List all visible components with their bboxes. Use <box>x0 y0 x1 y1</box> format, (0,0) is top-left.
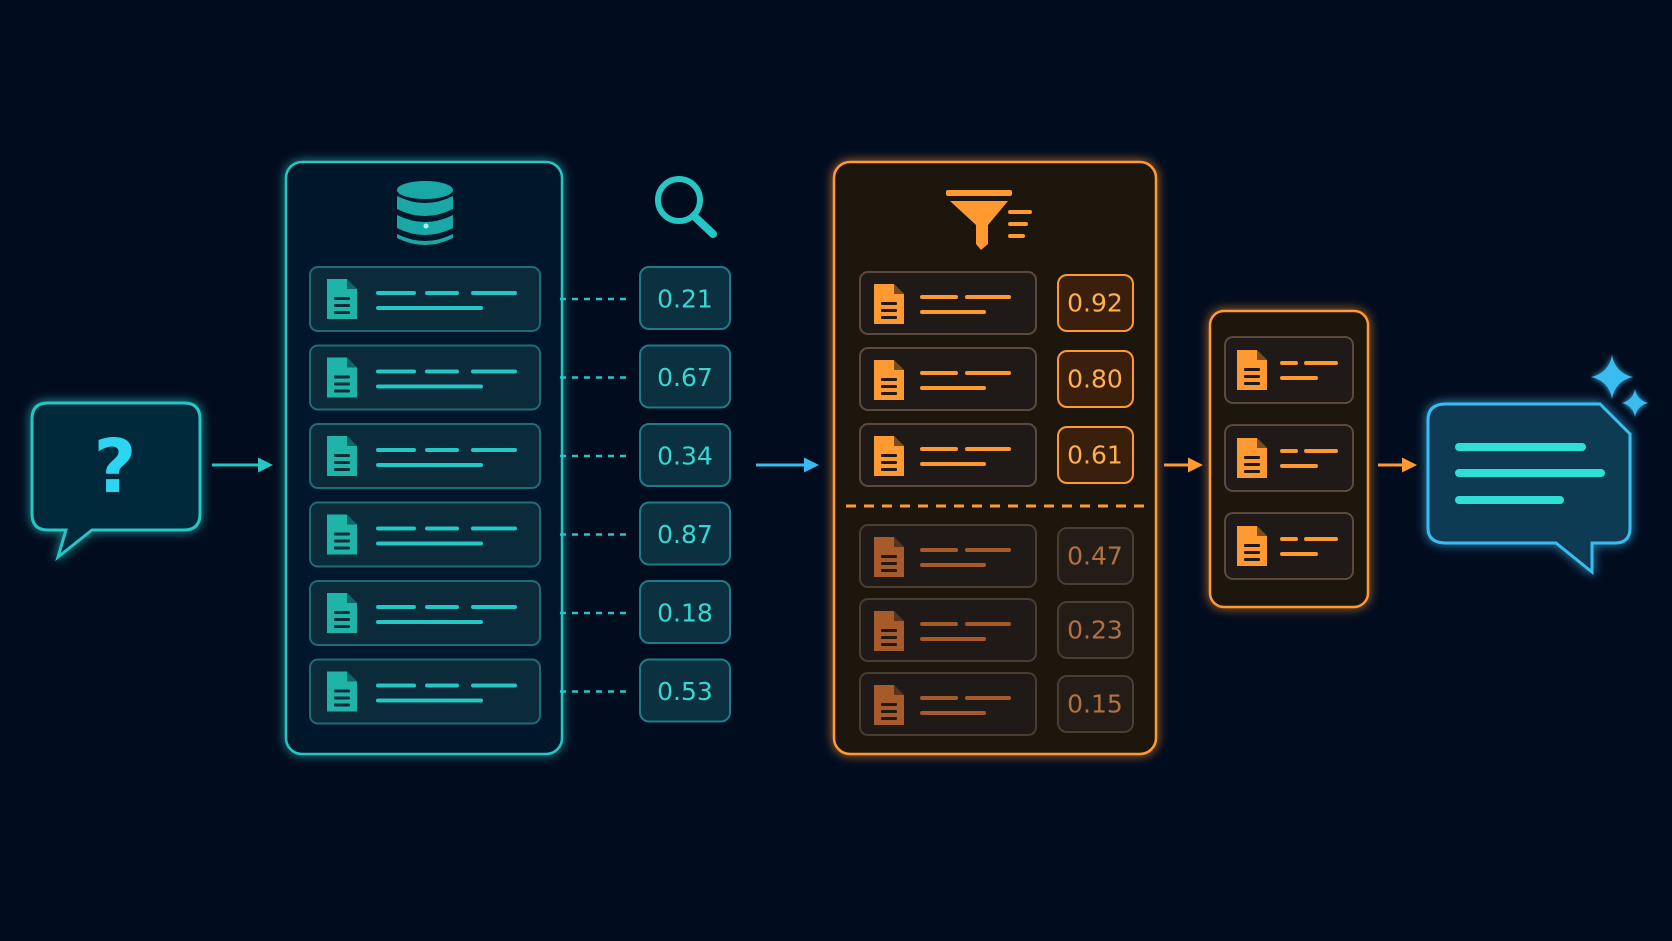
context-rows <box>1224 336 1354 580</box>
document-text-lines <box>920 295 1011 314</box>
document-icon <box>327 514 357 555</box>
rerank-score-box <box>1057 675 1134 733</box>
question-mark-icon: ? <box>94 424 137 510</box>
svg-text:?: ? <box>94 424 137 510</box>
document-icon <box>874 611 904 651</box>
context-document-row <box>1224 512 1354 580</box>
document-text-lines <box>376 448 517 467</box>
rerank-score: 0.61 <box>1067 441 1123 470</box>
rerank-score: 0.23 <box>1067 616 1123 645</box>
document-text-lines <box>1280 449 1338 468</box>
document-text-lines <box>1280 361 1338 380</box>
document-icon <box>1237 526 1267 566</box>
answer-chat-icon <box>1426 402 1632 576</box>
sparkle-icon <box>1591 355 1648 417</box>
rerank-score: 0.80 <box>1067 365 1123 394</box>
similarity-score: 0.87 <box>657 520 713 549</box>
retrieval-rows: 0.21 0.67 0.34 0.87 0.18 0.53 <box>309 266 731 725</box>
document-text-lines <box>376 369 517 389</box>
document-icon <box>327 279 357 319</box>
context-document-row <box>1224 336 1354 404</box>
similarity-score-box <box>639 501 731 566</box>
document-icon <box>327 593 357 633</box>
document-text-lines <box>1280 537 1338 556</box>
retrieved-document-row: 0.21 <box>309 266 731 332</box>
similarity-score-box <box>639 423 731 487</box>
retrieved-document-row: 0.18 <box>309 580 731 646</box>
similarity-score-box <box>639 658 731 723</box>
document-text-lines <box>376 526 517 546</box>
dropped-document-row: 0.15 <box>859 672 1134 736</box>
rerank-score-box <box>1057 350 1134 408</box>
document-text-lines <box>920 548 1011 567</box>
rerank-score: 0.92 <box>1067 289 1123 318</box>
rerank-score-box <box>1057 274 1134 332</box>
document-text-lines <box>920 371 1011 390</box>
document-icon <box>874 436 904 476</box>
retrieved-document-row: 0.34 <box>309 423 731 489</box>
retrieved-document-row: 0.53 <box>309 658 731 725</box>
similarity-score: 0.53 <box>657 677 713 706</box>
document-text-lines <box>920 696 1011 715</box>
similarity-score-box <box>639 266 731 330</box>
similarity-score: 0.34 <box>657 442 713 471</box>
document-text-lines <box>920 447 1011 466</box>
database-icon <box>397 181 453 245</box>
retrieved-document-row: 0.87 <box>309 501 731 568</box>
document-icon <box>1237 438 1267 478</box>
document-text-lines <box>376 605 517 624</box>
rerank-score: 0.15 <box>1067 690 1123 719</box>
kept-document-row: 0.61 <box>859 423 1134 487</box>
document-text-lines <box>376 683 517 703</box>
search-icon <box>655 176 717 238</box>
document-icon <box>874 537 904 577</box>
rerank-score-box <box>1057 426 1134 484</box>
document-text-lines <box>920 622 1011 641</box>
reranker-rows: 0.92 0.80 0.61 0.47 0.23 0.15 <box>859 271 1134 736</box>
similarity-score: 0.67 <box>657 363 713 392</box>
document-icon <box>874 685 904 725</box>
rerank-score: 0.47 <box>1067 542 1123 571</box>
similarity-score: 0.21 <box>657 285 713 314</box>
dropped-document-row: 0.47 <box>859 524 1134 588</box>
document-icon <box>327 357 357 398</box>
kept-document-row: 0.92 <box>859 271 1134 335</box>
document-text-lines <box>376 291 517 310</box>
document-icon <box>327 436 357 476</box>
filter-funnel-icon <box>946 190 1032 250</box>
document-icon <box>874 360 904 400</box>
similarity-score: 0.18 <box>657 599 713 628</box>
kept-document-row: 0.80 <box>859 347 1134 411</box>
context-document-row <box>1224 424 1354 492</box>
retrieved-document-row: 0.67 <box>309 344 731 411</box>
document-icon <box>1237 350 1267 390</box>
query-bubble <box>30 401 202 562</box>
rerank-score-box <box>1057 601 1134 659</box>
dropped-document-row: 0.23 <box>859 598 1134 662</box>
document-icon <box>327 671 357 712</box>
document-icon <box>874 284 904 324</box>
similarity-score-box <box>639 580 731 644</box>
rerank-score-box <box>1057 527 1134 585</box>
similarity-score-box <box>639 344 731 409</box>
